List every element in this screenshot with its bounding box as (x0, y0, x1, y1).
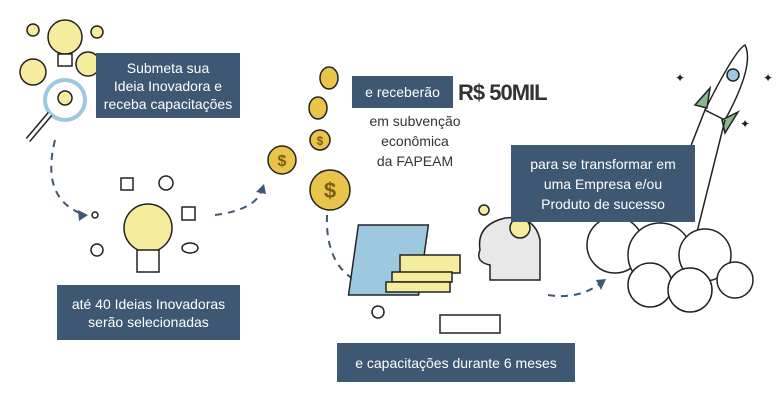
step4-line: uma Empresa e/ou (543, 175, 663, 192)
thermometer-icon (91, 211, 99, 219)
bulb-icon (47, 19, 83, 55)
svg-text:✦: ✦ (763, 71, 773, 85)
step4-box: para se transformar em uma Empresa e/ou … (511, 145, 695, 222)
step5-label: e capacitações durante 6 meses (355, 354, 557, 371)
coin-icon (309, 169, 351, 211)
arrowhead-1 (78, 210, 88, 221)
step1-line: receba capacitações (103, 95, 233, 112)
step1-line: Submeta sua (126, 59, 210, 76)
arrow-1 (50, 139, 86, 216)
step4-line: Produto de sucesso (541, 195, 665, 212)
step3-box: e receberão (352, 76, 453, 108)
arrow-2 (214, 189, 263, 216)
step1-box: Submeta sua Ideia Inovadora e receba cap… (96, 53, 240, 118)
arrowhead-4 (596, 279, 606, 290)
arrow-4 (547, 281, 603, 298)
step5-box: e capacitações durante 6 meses (337, 343, 575, 382)
edit-icon (120, 177, 134, 191)
grant-subtitle-line: da FAPEAM (376, 153, 454, 169)
arrowhead-2 (256, 184, 266, 194)
step3-label: e receberão (365, 84, 440, 100)
share-icon (181, 206, 196, 221)
coin-icon (267, 145, 297, 175)
eye-icon (181, 242, 199, 254)
grant-subtitle-line: em subvenção econômica (369, 113, 461, 149)
search-icon (90, 243, 104, 257)
target-icon (158, 175, 174, 191)
coin-icon (309, 129, 331, 151)
grant-amount: R$ 50MIL (458, 80, 548, 105)
step2-box: até 40 Ideias Inovadoras serão seleciona… (57, 285, 240, 340)
step4-line: para se transformar em (530, 155, 676, 172)
svg-text:✦: ✦ (740, 117, 750, 131)
grant-subtitle: em subvenção econômica da FAPEAM (340, 111, 490, 171)
svg-text:$: $ (317, 134, 324, 148)
step2-line: serão selecionadas (88, 313, 209, 330)
bulb-icon (19, 58, 47, 86)
globe-icon (371, 305, 385, 319)
bulb-icon (26, 23, 40, 37)
keyboard-icon (439, 314, 501, 334)
rocket-icon (703, 43, 749, 121)
svg-text:✦: ✦ (675, 71, 685, 85)
step2-line: até 40 Ideias Inovadoras (71, 295, 226, 312)
step1-line: Ideia Inovadora e (113, 77, 223, 94)
bulb-icon (123, 203, 173, 253)
svg-text:$: $ (324, 178, 336, 203)
bulb-icon (90, 25, 104, 39)
svg-text:$: $ (278, 153, 287, 170)
